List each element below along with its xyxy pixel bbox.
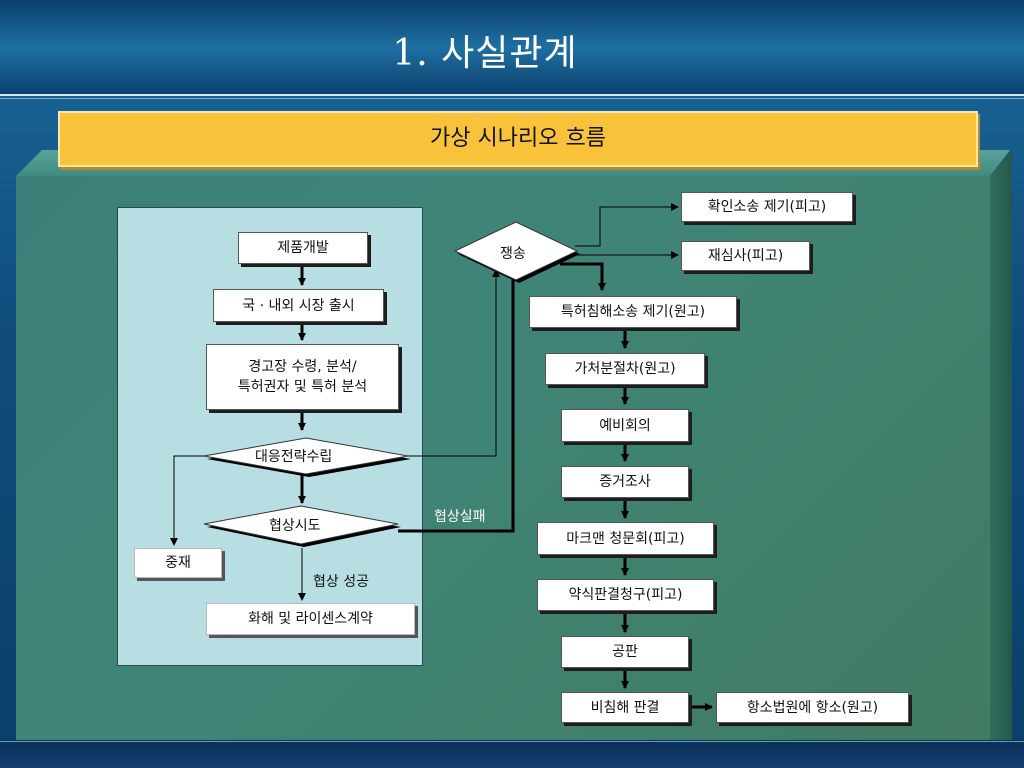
invalidation-suit-label: 확인소송 제기(피고) (707, 199, 827, 215)
non-infringement-box: 비침해 판결 (561, 692, 689, 723)
dispute-label: 쟁송 (500, 246, 526, 262)
markman-hearing-box: 마크맨 청문회(피고) (537, 522, 714, 555)
warning-analysis-box: 경고장 수령, 분석/ 특허권자 및 특허 분석 (206, 344, 399, 410)
reexam-box: 재심사(피고) (681, 241, 810, 271)
title-divider-thin (0, 98, 1024, 99)
strategy-label: 대응전략수립 (255, 449, 333, 465)
settlement-label: 화해 및 라이센스계약 (248, 611, 373, 627)
pre-litigation-panel (117, 207, 423, 666)
strategy-diamond (203, 437, 409, 475)
slide-title: 1. 사실관계 (392, 33, 578, 74)
right-flow-arrows (621, 328, 713, 711)
trial-box: 공판 (561, 636, 689, 668)
dispute-branch-arrows (575, 203, 679, 259)
infringement-suit-label: 특허침해소송 제기(원고) (560, 304, 706, 320)
appeal-box: 항소법원에 항소(원고) (716, 692, 909, 723)
banner-title: 가상 시나리오 흐름 (430, 126, 606, 151)
mediation-box: 중재 (134, 548, 222, 578)
infringement-suit-box: 특허침해소송 제기(원고) (529, 296, 737, 328)
preliminary-conference-label: 예비회의 (599, 417, 651, 434)
title-band (0, 0, 1024, 94)
mediation-label: 중재 (165, 555, 191, 571)
summary-judgment-label: 약식판결청구(피고) (568, 587, 683, 603)
trial-label: 공판 (612, 644, 638, 660)
negotiation-label: 협상시도 (269, 518, 321, 534)
negotiation-fail-arrow (398, 269, 517, 533)
markman-hearing-label: 마크맨 청문회(피고) (566, 530, 685, 547)
negotiation-success-label: 협상 성공 (313, 574, 369, 590)
injunction-box: 가처분절차(원고) (545, 353, 705, 385)
injunction-label: 가처분절차(원고) (574, 361, 676, 377)
market-release-label: 국 · 내외 시장 출시 (242, 297, 355, 314)
appeal-label: 항소법원에 항소(원고) (746, 699, 879, 716)
non-infringement-label: 비침해 판결 (590, 699, 660, 716)
board-right-bevel (990, 150, 1012, 740)
dispute-diamond (453, 221, 579, 281)
reexam-label: 재심사(피고) (707, 248, 784, 264)
settlement-box: 화해 및 라이센스계약 (206, 603, 415, 635)
negotiation-fail-label: 협상실패 (434, 509, 486, 525)
discovery-box: 증거조사 (561, 466, 689, 498)
title-divider (0, 94, 1024, 96)
discovery-label: 증거조사 (599, 474, 651, 490)
product-dev-label: 제품개발 (277, 240, 329, 256)
litigation-arrow (560, 262, 606, 291)
market-release-box: 국 · 내외 시장 출시 (213, 289, 384, 322)
invalidation-suit-box: 확인소송 제기(피고) (681, 192, 853, 222)
summary-judgment-box: 약식판결청구(피고) (537, 579, 714, 611)
warning-line1: 경고장 수령, 분석/ (248, 359, 357, 375)
footer-line (0, 741, 1024, 742)
footer-band (0, 740, 1024, 768)
preliminary-conference-box: 예비회의 (561, 409, 689, 442)
product-dev-box: 제품개발 (238, 232, 368, 264)
left-thin-arrows (170, 269, 500, 601)
warning-line2: 특허권자 및 특허 분석 (237, 379, 368, 395)
scenario-banner: 가상 시나리오 흐름 (58, 111, 978, 167)
negotiation-diamond (203, 505, 399, 545)
